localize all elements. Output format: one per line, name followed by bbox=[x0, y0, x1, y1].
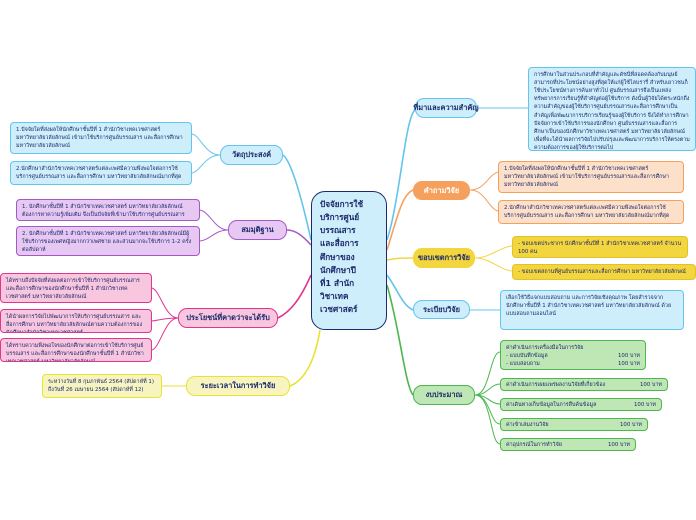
branch-objective[interactable]: วัตถุประสงค์ bbox=[220, 145, 283, 165]
branch-question[interactable]: คำถามวิจัย bbox=[413, 181, 470, 200]
link-objective-2 bbox=[191, 154, 221, 174]
budget-row-label: ค่าอุปกรณ์ในการทำวิจัย bbox=[506, 442, 562, 448]
budget-group-2: ค่าดำเนินการเผยแพร่ผลงานวิจัยที่เกี่ยวข้… bbox=[500, 378, 668, 391]
budget-row: - แบบบันทึกข้อมูล 100 บาท bbox=[506, 352, 640, 360]
budget-row-label: - แบบสอบถาม bbox=[506, 361, 540, 368]
link-benefit-3 bbox=[151, 317, 179, 351]
branch-timeline[interactable]: ระยะเวลาในการทำวิจัย bbox=[186, 376, 290, 396]
question-item-2: 2.นักศึกษาสำนักวิชาเทคเวชศาสตร์แต่ละเพศม… bbox=[498, 200, 684, 224]
budget-row-amount: 100 บาท bbox=[639, 382, 662, 388]
budget-row-label: ค่าเข้าเล่มงานวิจัย bbox=[506, 422, 549, 428]
budget-row-amount: 100 บาท bbox=[619, 422, 642, 428]
link-hypothesis-1 bbox=[199, 209, 229, 231]
budget-row: ค่าอุปกรณ์ในการทำวิจัย 100 บาท bbox=[506, 441, 630, 449]
budget-row-amount: 100 บาท bbox=[607, 442, 630, 448]
budget-row-amount: 100 บาท bbox=[617, 353, 640, 360]
budget-row: ค่าเข้าเล่มงานวิจัย 100 บาท bbox=[506, 421, 642, 429]
link-method bbox=[386, 274, 414, 311]
link-question-1 bbox=[469, 171, 499, 191]
link-benefit-1 bbox=[151, 287, 179, 319]
budget-row-amount: 100 บาท bbox=[617, 361, 640, 368]
budget-row-amount: 100 บาท bbox=[633, 402, 656, 408]
budget-group-3: ค่าเดินทางเก็บข้อมูลในการสืบค้นข้อมูล 100… bbox=[500, 398, 662, 411]
link-scope bbox=[386, 257, 414, 261]
link-hypothesis bbox=[286, 229, 312, 246]
link-objective-1 bbox=[191, 133, 221, 156]
budget-group-title: ค่าดำเนินการเครื่องมือในการวิจัย bbox=[506, 345, 584, 351]
central-topic: ปัจจัยการใช้ บริการศูนย์ บรรณสาร และสื่อ… bbox=[311, 191, 387, 330]
link-budget bbox=[386, 284, 414, 396]
link-question-2 bbox=[469, 189, 499, 212]
timeline-end: ถึงวันที่ 26 เมษายน 2564 (สัปดาห์ที่ 12) bbox=[48, 387, 144, 394]
branch-scope[interactable]: ขอบเขตการวิจัย bbox=[413, 248, 475, 268]
timeline-text: ระหว่างวันที่ 8 กุมภาพันธ์ 2564 (สัปดาห์… bbox=[42, 374, 162, 398]
scope-item-2: - ขอบเขตสถานที่ศูนย์บรรณสารและสื่อการศึก… bbox=[512, 264, 696, 280]
branch-benefit[interactable]: ประโยชน์ที่คาดว่าจะได้รับ bbox=[178, 308, 278, 328]
branch-method[interactable]: ระเบียบวิจัย bbox=[413, 300, 470, 319]
scope-item-1: - ขอบเขตประชากร นักศึกษาชั้นปีที่ 1 สำนั… bbox=[512, 236, 688, 258]
objective-item-1: 1.ปัจจัยใดที่ส่งผลให้นักศึกษาชั้นปีที่ 1… bbox=[10, 122, 192, 154]
link-question bbox=[386, 189, 414, 251]
budget-row-label: ค่าดำเนินการเผยแพร่ผลงานวิจัยที่เกี่ยวข้… bbox=[506, 382, 606, 388]
budget-group-5: ค่าอุปกรณ์ในการทำวิจัย 100 บาท bbox=[500, 438, 636, 451]
hypothesis-item-2: 2. นักศึกษาชั้นปีที่ 1 สำนักวิชาเทคเวชศา… bbox=[16, 226, 200, 256]
method-text: เลือกใช้วิธีแจกแบบสอบถาม และการวิจัยเชิง… bbox=[500, 290, 684, 330]
question-item-1: 1.ปัจจัยใดที่ส่งผลให้นักศึกษาชั้นปีที่ 1… bbox=[498, 161, 684, 193]
branch-budget[interactable]: งบประมาณ bbox=[413, 385, 475, 405]
branch-hypothesis[interactable]: สมมุติฐาน bbox=[228, 220, 287, 240]
benefit-item-2: ได้นำผลการวิจัยไปพัฒนาการให้บริการศูนย์บ… bbox=[0, 309, 152, 333]
budget-row-label: - แบบบันทึกข้อมูล bbox=[506, 353, 548, 360]
benefit-item-1: ได้ทราบถึงปัจจัยที่ส่งผลต่อการเข้าใช้บริ… bbox=[0, 273, 152, 303]
link-benefit bbox=[277, 274, 312, 319]
link-budget-5 bbox=[474, 394, 501, 445]
link-hypothesis-2 bbox=[199, 229, 229, 242]
timeline-start: ระหว่างวันที่ 8 กุมภาพันธ์ 2564 (สัปดาห์… bbox=[48, 379, 154, 385]
budget-row: ค่าดำเนินการเผยแพร่ผลงานวิจัยที่เกี่ยวข้… bbox=[506, 381, 662, 389]
budget-group-4: ค่าเข้าเล่มงานวิจัย 100 บาท bbox=[500, 418, 648, 431]
link-scope-2 bbox=[474, 257, 513, 272]
link-objective bbox=[282, 154, 312, 241]
budget-row: - แบบสอบถาม 100 บาท bbox=[506, 360, 640, 368]
background-text: การศึกษาในส่วนประกอบที่สำคัญและดัชนีที่ส… bbox=[528, 67, 696, 151]
budget-row-label: ค่าเดินทางเก็บข้อมูลในการสืบค้นข้อมูล bbox=[506, 402, 597, 408]
link-scope-1 bbox=[474, 245, 513, 259]
benefit-item-3: ได้ทราบความพึงพอใจของนักศึกษาต่อการเข้าใ… bbox=[0, 338, 152, 362]
budget-row: ค่าเดินทางเก็บข้อมูลในการสืบค้นข้อมูล 100… bbox=[506, 401, 656, 409]
link-timeline bbox=[289, 329, 321, 387]
link-budget-1 bbox=[474, 351, 501, 396]
hypothesis-item-1: 1. นักศึกษาชั้นปีที่ 1 สำนักวิชาเทคเวชศา… bbox=[16, 199, 200, 221]
branch-background[interactable]: ที่มาและความสำคัญ bbox=[413, 98, 479, 118]
link-background bbox=[386, 109, 416, 241]
link-budget-2 bbox=[474, 383, 501, 396]
budget-group-1: ค่าดำเนินการเครื่องมือในการวิจัย - แบบบั… bbox=[500, 340, 646, 370]
objective-item-2: 2.นักศึกษาสำนักวิชาเทคเวชศาสตร์แต่ละเพศม… bbox=[10, 161, 192, 185]
